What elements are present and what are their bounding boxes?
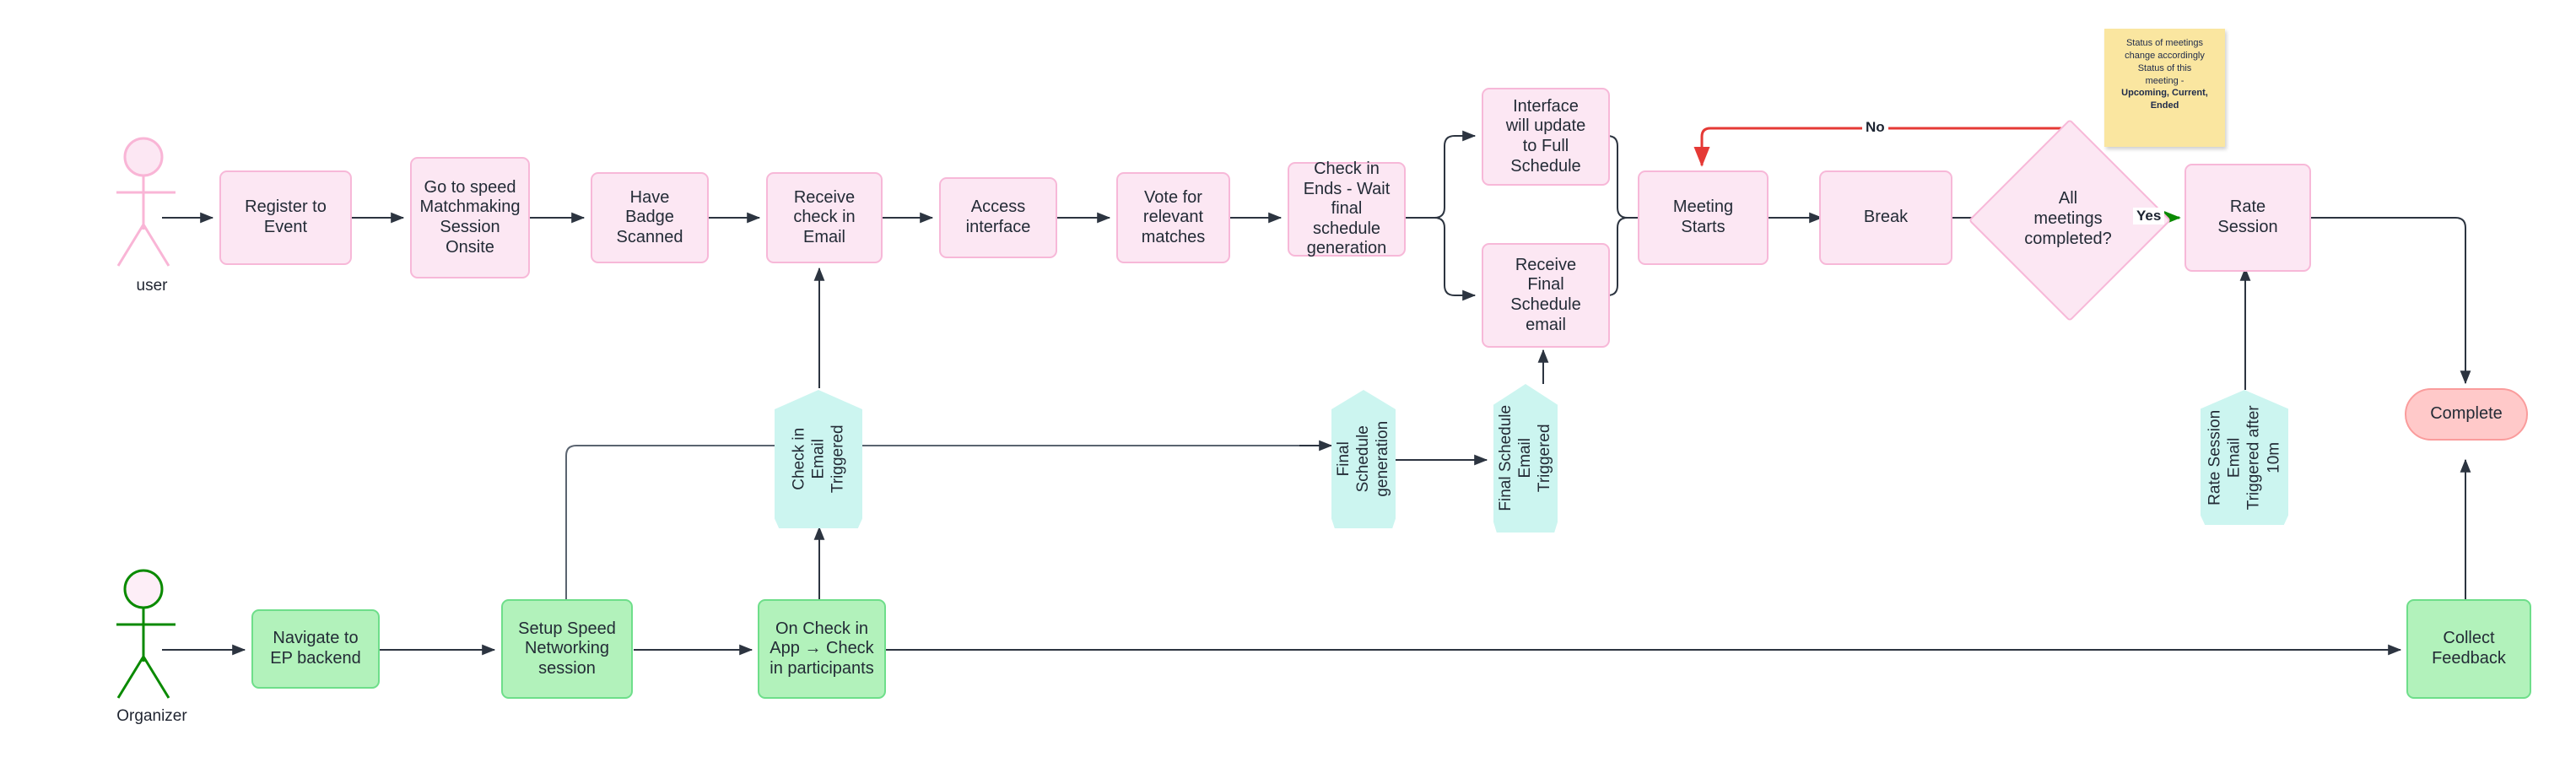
note-line-3: Status of this <box>2137 62 2192 73</box>
note-line-4: meeting - <box>2145 75 2184 86</box>
sticky-note-meeting-status: Status of meetings change accordingly St… <box>2104 29 2225 147</box>
node-complete-terminator[interactable]: Complete <box>2405 388 2528 441</box>
note-line-5: Upcoming, Current, <box>2121 88 2208 99</box>
node-break[interactable]: Break <box>1819 170 1952 265</box>
node-label: Break <box>1863 208 1909 227</box>
note-line-2: change accordingly <box>2125 50 2205 61</box>
user-actor-label: user <box>136 277 168 295</box>
node-label: Complete <box>2430 404 2503 424</box>
note-line-6: Ended <box>2150 100 2179 111</box>
edge-label-no: No <box>1862 119 1888 136</box>
organizer-actor-icon <box>116 569 176 699</box>
user-actor-icon <box>116 137 176 267</box>
edge-label-yes: Yes <box>2133 208 2165 224</box>
note-line-1: Status of meetings <box>2125 38 2204 48</box>
organizer-actor-label: Organizer <box>116 707 187 725</box>
